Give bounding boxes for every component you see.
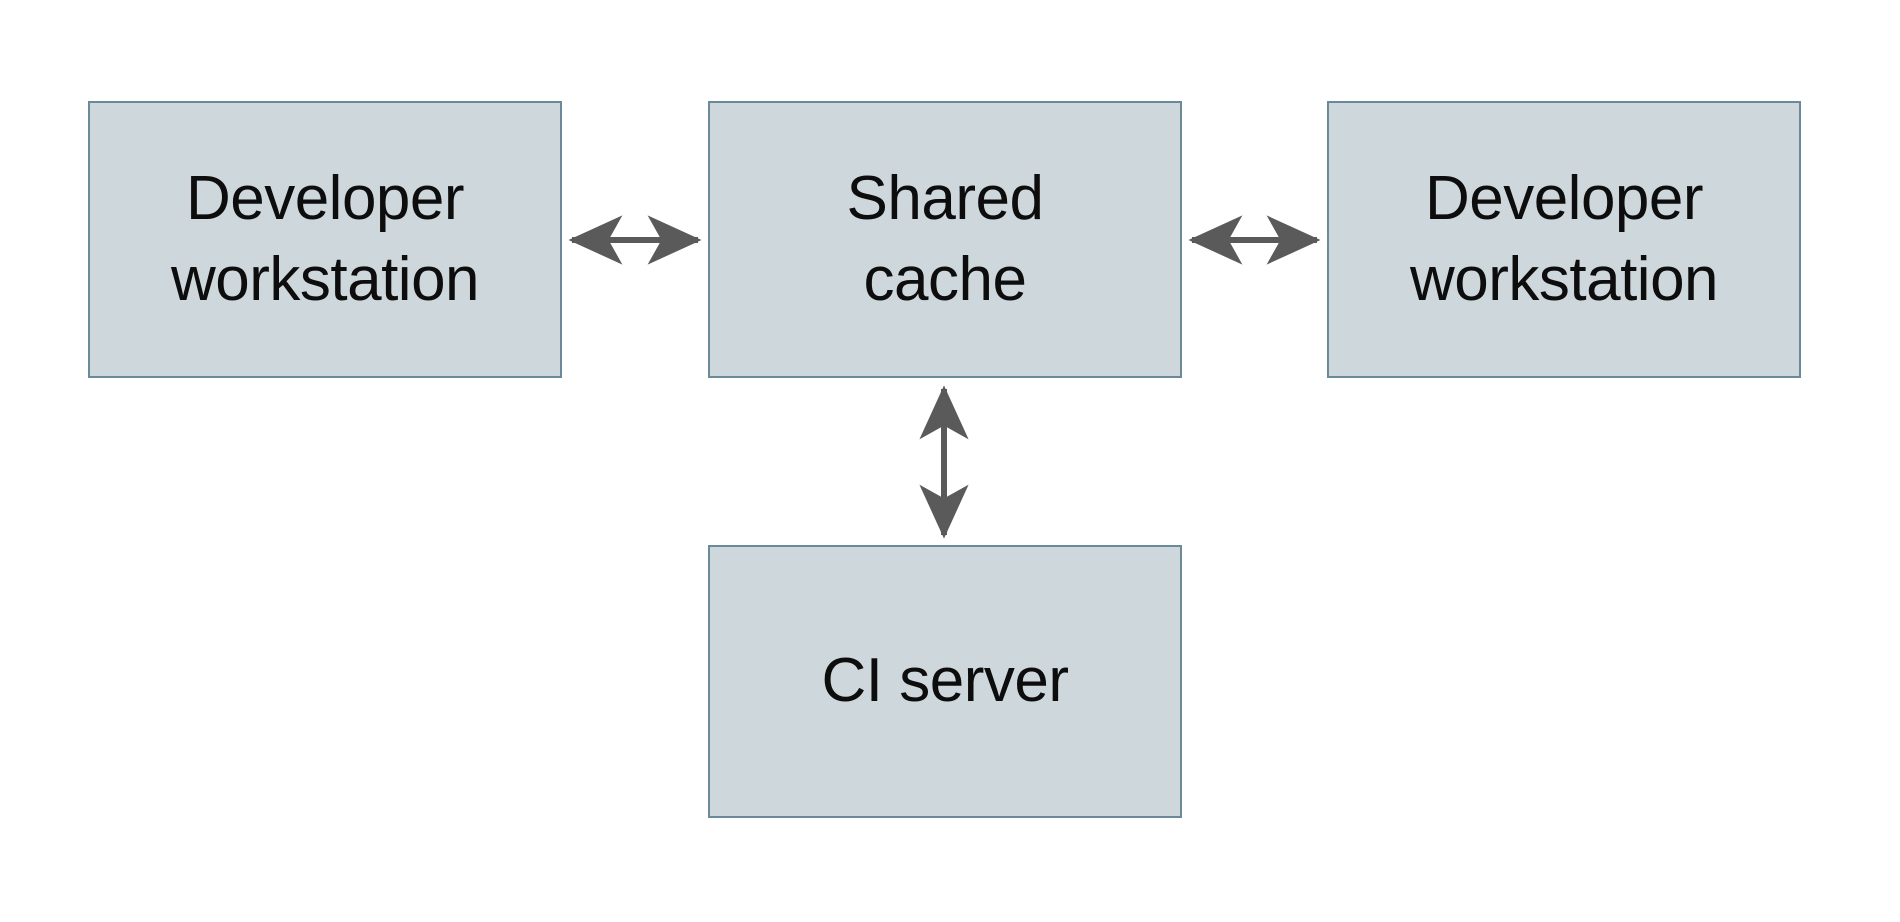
node-label: Developer workstation [1409,163,1719,314]
developer-workstation-left[interactable]: Developer workstation [88,101,562,378]
developer-workstation-right[interactable]: Developer workstation [1327,101,1801,378]
node-label: CI server [821,646,1069,716]
ci-server[interactable]: CI server [708,545,1182,818]
node-label: Developer workstation [170,163,480,314]
node-label: Shared cache [846,163,1044,314]
shared-cache[interactable]: Shared cache [708,101,1182,378]
